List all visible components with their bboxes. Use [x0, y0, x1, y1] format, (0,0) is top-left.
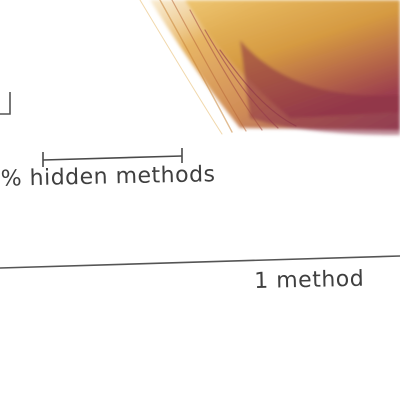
axis-line: [0, 255, 400, 269]
hidden-methods-label: 0% hidden methods: [0, 162, 216, 192]
plume-strands: [139, 0, 297, 135]
one-method-label: 1 method: [254, 266, 365, 294]
left-tick-mark: [0, 92, 11, 115]
plume-fan: [150, 0, 400, 135]
scale-bar: [42, 148, 183, 167]
